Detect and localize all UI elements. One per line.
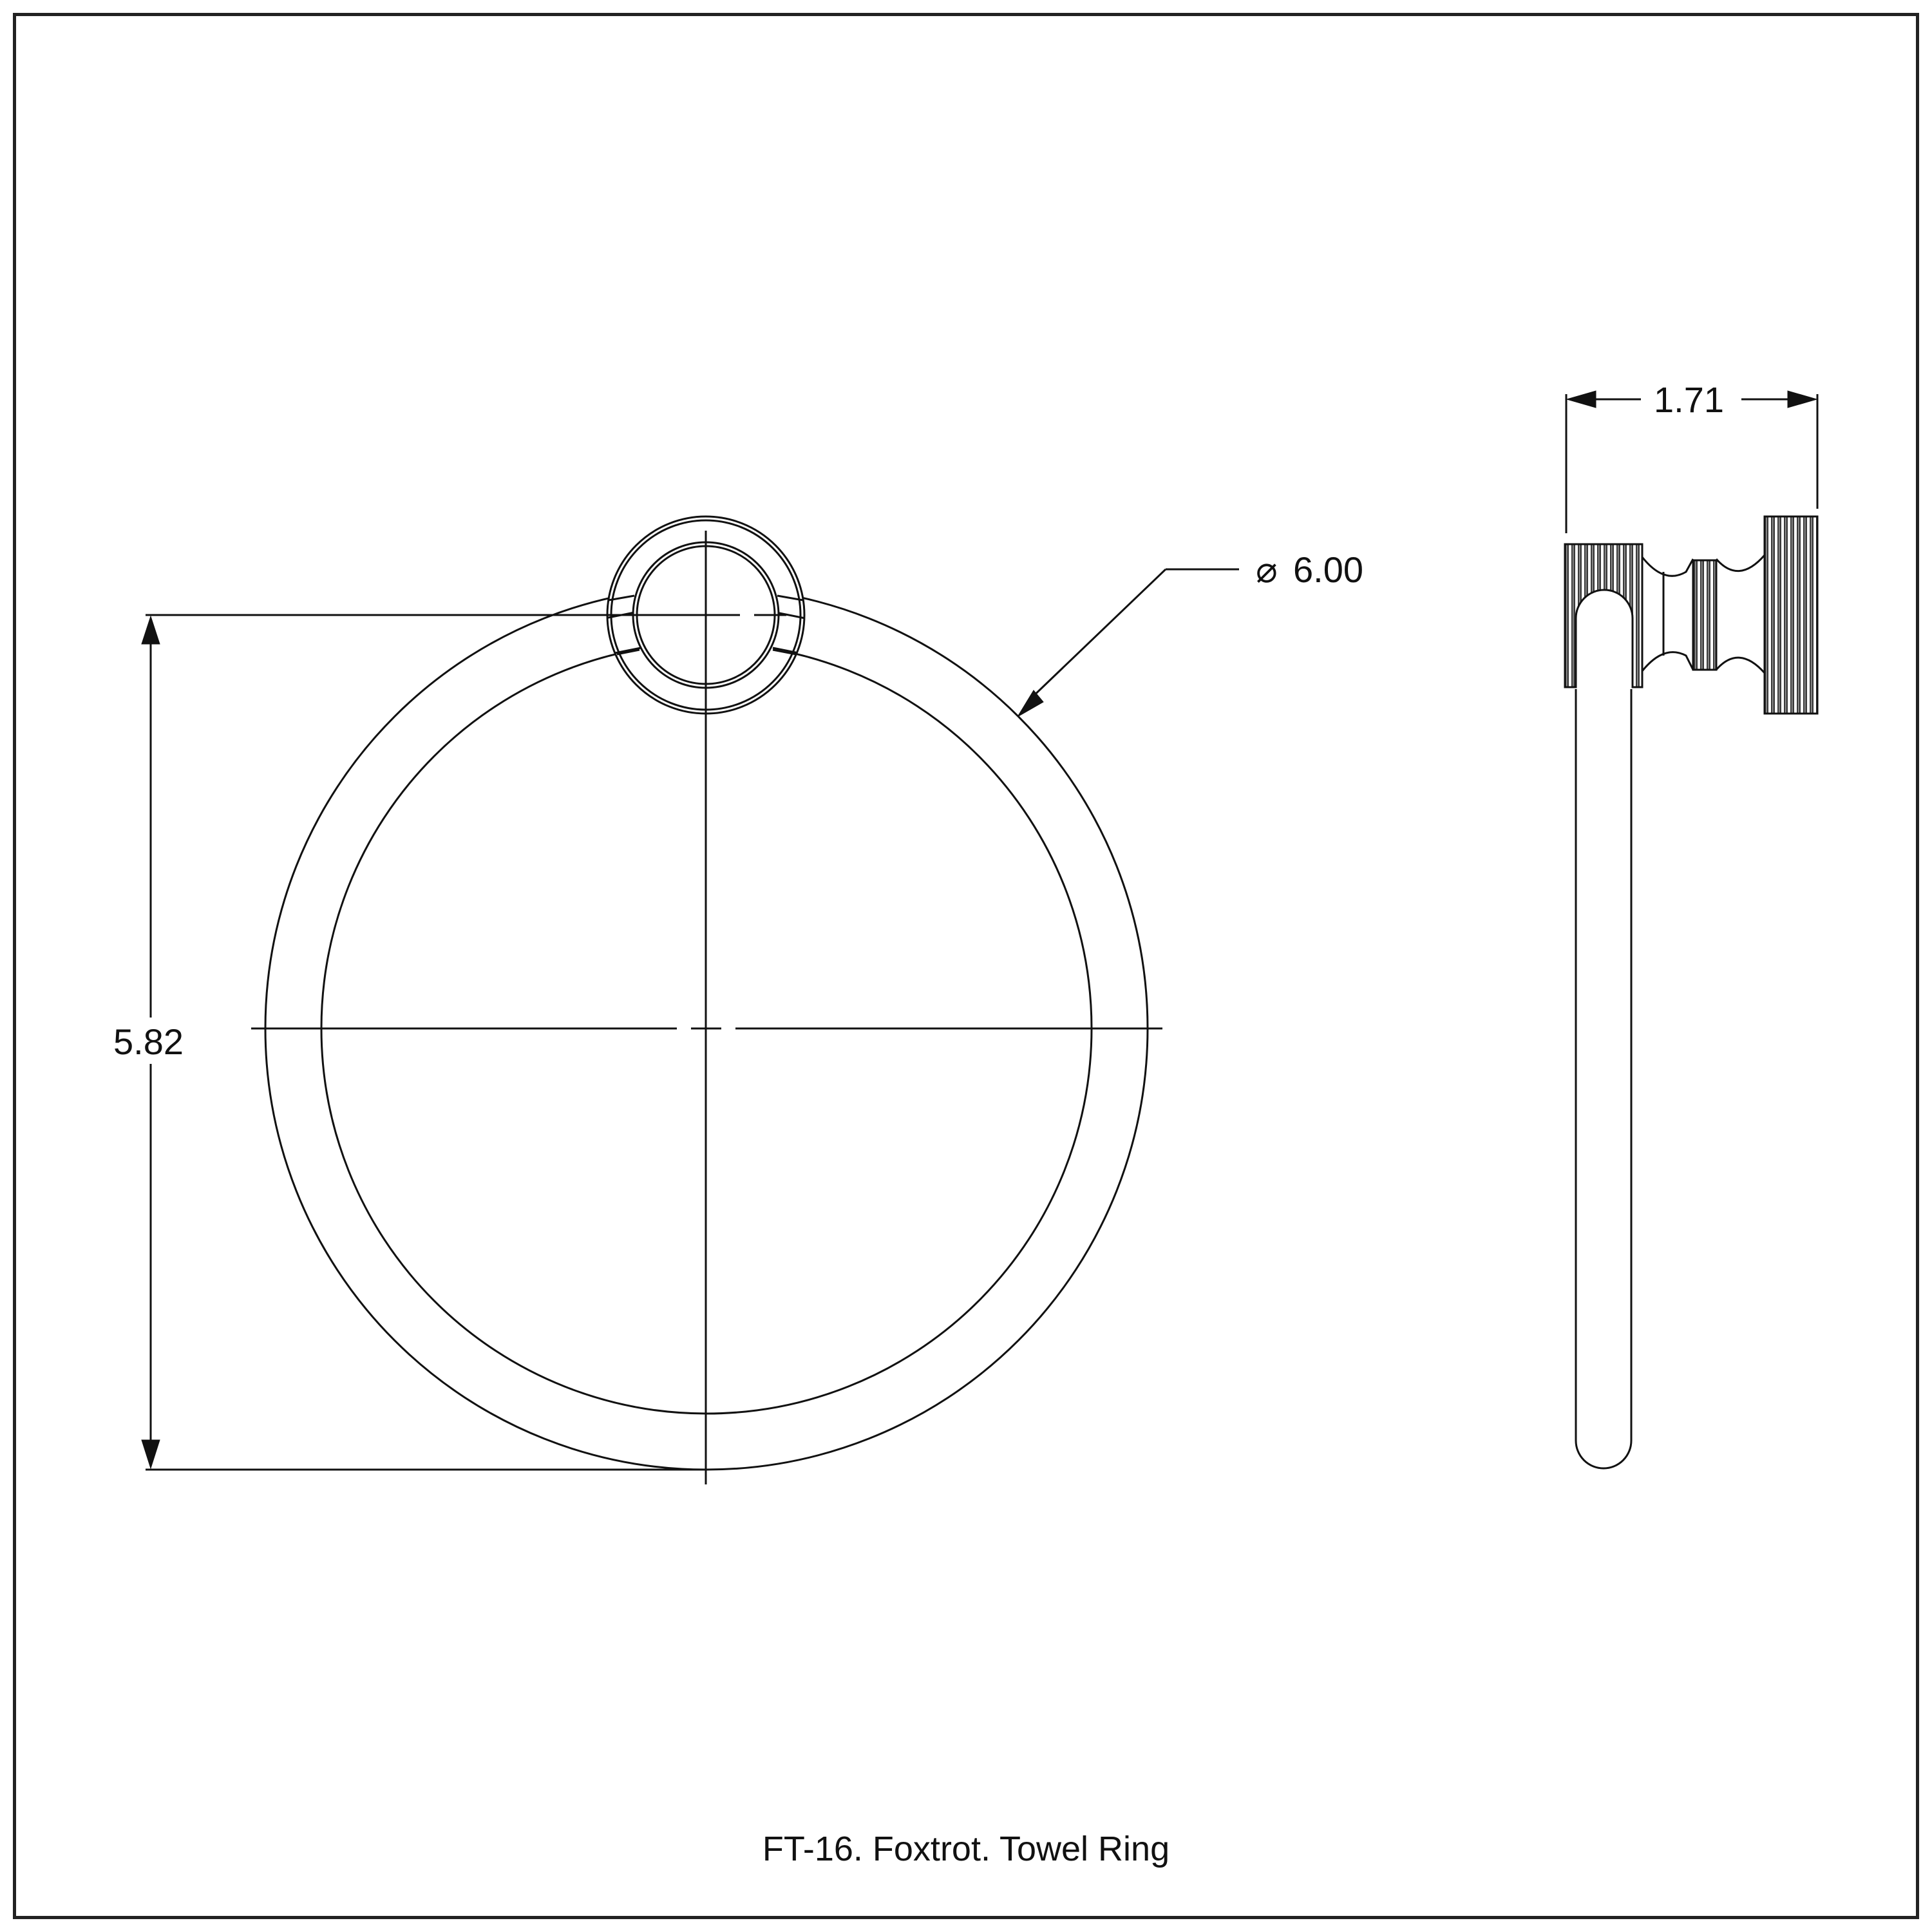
right-knurled-base xyxy=(1763,515,1819,715)
neck-lower xyxy=(1641,651,1694,672)
arrow-leader-icon xyxy=(1017,690,1044,717)
front-view xyxy=(251,515,1162,1484)
diameter-symbol: ⌀ xyxy=(1256,549,1278,590)
arrow-right-icon xyxy=(1787,390,1818,408)
diameter-leader xyxy=(1017,568,1239,717)
drawing-title: FT-16. Foxtrot. Towel Ring xyxy=(762,1830,1170,1868)
small-knurl-ring xyxy=(1692,559,1718,671)
drawing-frame xyxy=(13,13,1919,1919)
side-view xyxy=(1564,515,1819,1470)
depth-dimension-label: 1.71 xyxy=(1654,379,1724,420)
height-dimension-label: 5.82 xyxy=(113,1021,184,1062)
arrow-up-icon xyxy=(141,615,160,645)
height-dimension xyxy=(141,614,706,1471)
arrow-left-icon xyxy=(1566,390,1596,408)
neck-upper xyxy=(1641,556,1694,577)
left-knurled-collar xyxy=(1564,543,1643,688)
diameter-dimension-label: 6.00 xyxy=(1293,549,1363,590)
depth-dimension xyxy=(1565,390,1819,533)
ring-side-profile xyxy=(1575,689,1633,1470)
arrow-down-icon xyxy=(141,1439,160,1470)
